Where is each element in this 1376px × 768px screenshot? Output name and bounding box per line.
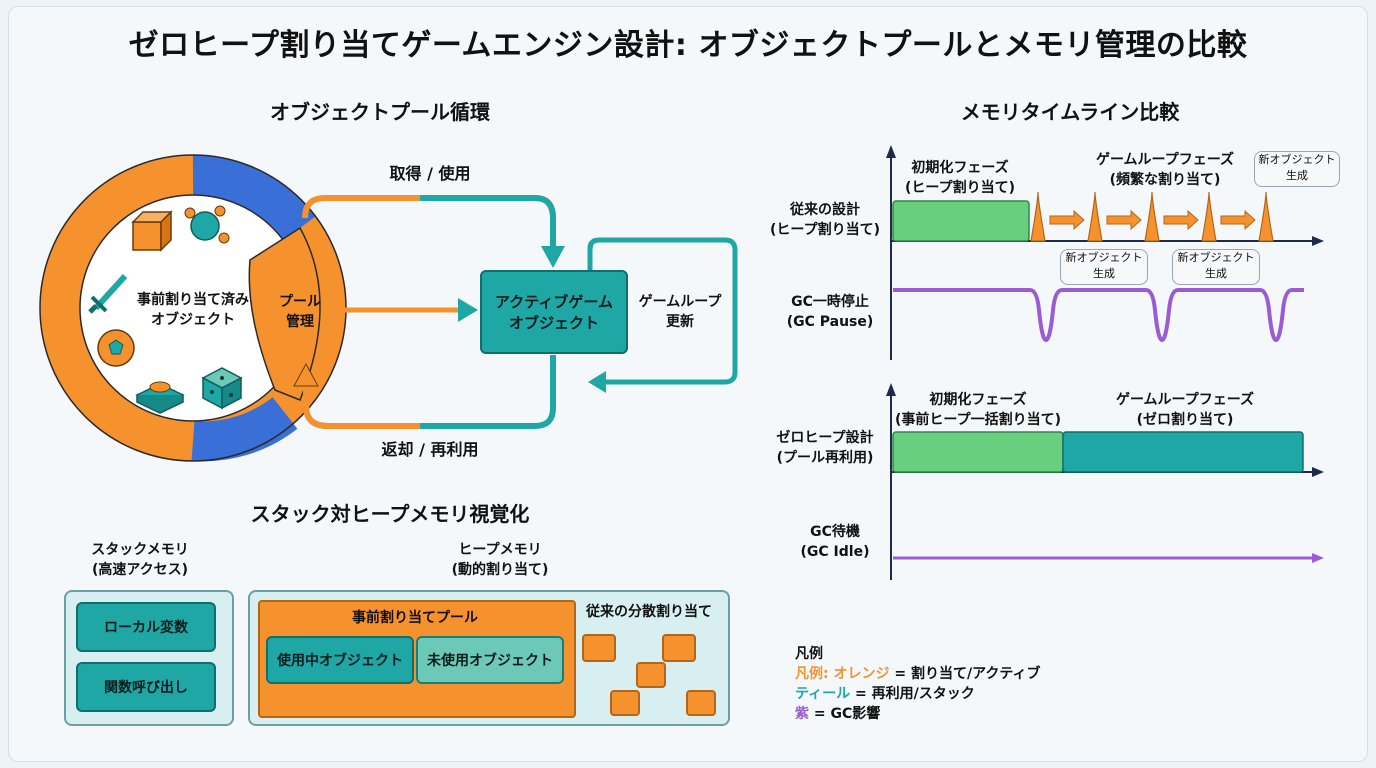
stack-title: スタックメモリ (高速アクセス) <box>91 542 189 578</box>
fragment-block <box>686 690 716 716</box>
ring-blue-segment-bottom <box>191 396 298 462</box>
game-loop-label: ゲームループ 更新 <box>638 294 722 330</box>
zero-heap-init-bar <box>892 431 1064 473</box>
fragmented-title: 従来の分散割り当て <box>586 604 712 620</box>
pool-block-title: 事前割り当てプール <box>352 610 478 626</box>
legend-purple-word: 紫 <box>795 706 809 722</box>
timeline-section-title: メモリタイムライン比較 <box>960 100 1180 124</box>
active-objects-box: アクティブゲーム オブジェクト <box>480 270 628 354</box>
ring-blue-segment-top <box>192 154 316 241</box>
pool-manager-segment <box>248 226 321 401</box>
traditional-label: 従来の設計 (ヒープ割り当て) <box>770 202 880 238</box>
legend-orange-text: = 割り当て/アクティブ <box>889 666 1041 682</box>
traditional-phase1-label: 初期化フェーズ (ヒープ割り当て) <box>905 160 1015 196</box>
fragment-block <box>610 690 640 716</box>
legend-row-teal: ティール = 再利用/スタック <box>795 684 1115 704</box>
zero-heap-phase2-label: ゲームループフェーズ (ゼロ割り当て) <box>1115 392 1255 428</box>
fragment-block <box>582 634 616 662</box>
legend-row-orange: 凡例: オレンジ = 割り当て/アクティブ <box>795 664 1115 684</box>
return-label: 返却 / 再利用 <box>381 440 479 459</box>
new-object-callout: 新オブジェクト 生成 <box>1254 151 1340 187</box>
ball-icon <box>97 329 135 367</box>
page-title: ゼロヒープ割り当てゲームエンジン設計: オブジェクトプールとメモリ管理の比較 <box>128 28 1248 63</box>
allocation-spikes <box>1030 191 1274 242</box>
traditional-phase2-label: ゲームループフェーズ (頻繁な割り当て) <box>1095 152 1235 188</box>
zero-heap-label: ゼロヒープ設計 (プール再利用) <box>776 430 874 466</box>
legend-orange-word: オレンジ <box>833 666 890 682</box>
dice-icon <box>201 367 243 410</box>
legend-row-purple: 紫 = GC影響 <box>795 704 1115 724</box>
traditional-init-bar <box>892 200 1030 242</box>
zero-heap-loop-bar <box>1062 431 1304 473</box>
heap-title: ヒープメモリ (動的割り当て) <box>451 542 549 578</box>
gc-pause-label: GC一時停止 (GC Pause) <box>786 294 874 330</box>
crate-icon <box>131 210 173 252</box>
molecule-icon <box>184 205 230 244</box>
pool-item-unused: 未使用オブジェクト <box>416 636 564 684</box>
stack-heap-section-title: スタック対ヒープメモリ視覚化 <box>250 502 530 526</box>
gc-pause-line <box>893 288 1304 343</box>
stack-item-function-calls: 関数呼び出し <box>76 662 216 712</box>
pool-item-in-use: 使用中オブジェクト <box>266 636 414 684</box>
acquire-label: 取得 / 使用 <box>389 164 471 183</box>
legend-title: 凡例 <box>795 646 823 662</box>
legend-prefix: 凡例: <box>795 666 834 682</box>
pool-manager-label: プール 管理 <box>279 294 321 330</box>
legend-teal-word: ティール <box>795 686 851 702</box>
legend-teal-text: = 再利用/スタック <box>850 686 975 702</box>
game-loop-arrow <box>587 237 738 385</box>
new-object-callout: 新オブジェクト 生成 <box>1060 249 1148 285</box>
fragment-block <box>662 634 696 662</box>
legend-purple-text: = GC影響 <box>809 706 881 722</box>
fragment-block <box>636 662 666 688</box>
stack-item-local-vars: ローカル変数 <box>76 602 216 652</box>
zero-heap-phase1-label: 初期化フェーズ (事前ヒープ一括割り当て) <box>895 392 1061 428</box>
pool-section-title: オブジェクトプール循環 <box>270 100 490 124</box>
button-icon <box>135 381 185 414</box>
spike-arrows <box>1049 209 1256 231</box>
gc-idle-label: GC待機 (GC Idle) <box>800 524 870 560</box>
assign-arrowhead <box>458 298 478 322</box>
new-object-callout: 新オブジェクト 生成 <box>1172 249 1260 285</box>
ring-inner-label: 事前割り当て済み オブジェクト <box>137 292 249 328</box>
legend: 凡例 凡例: オレンジ = 割り当て/アクティブ ティール = 再利用/スタック… <box>795 644 1115 724</box>
sword-icon <box>88 273 128 314</box>
